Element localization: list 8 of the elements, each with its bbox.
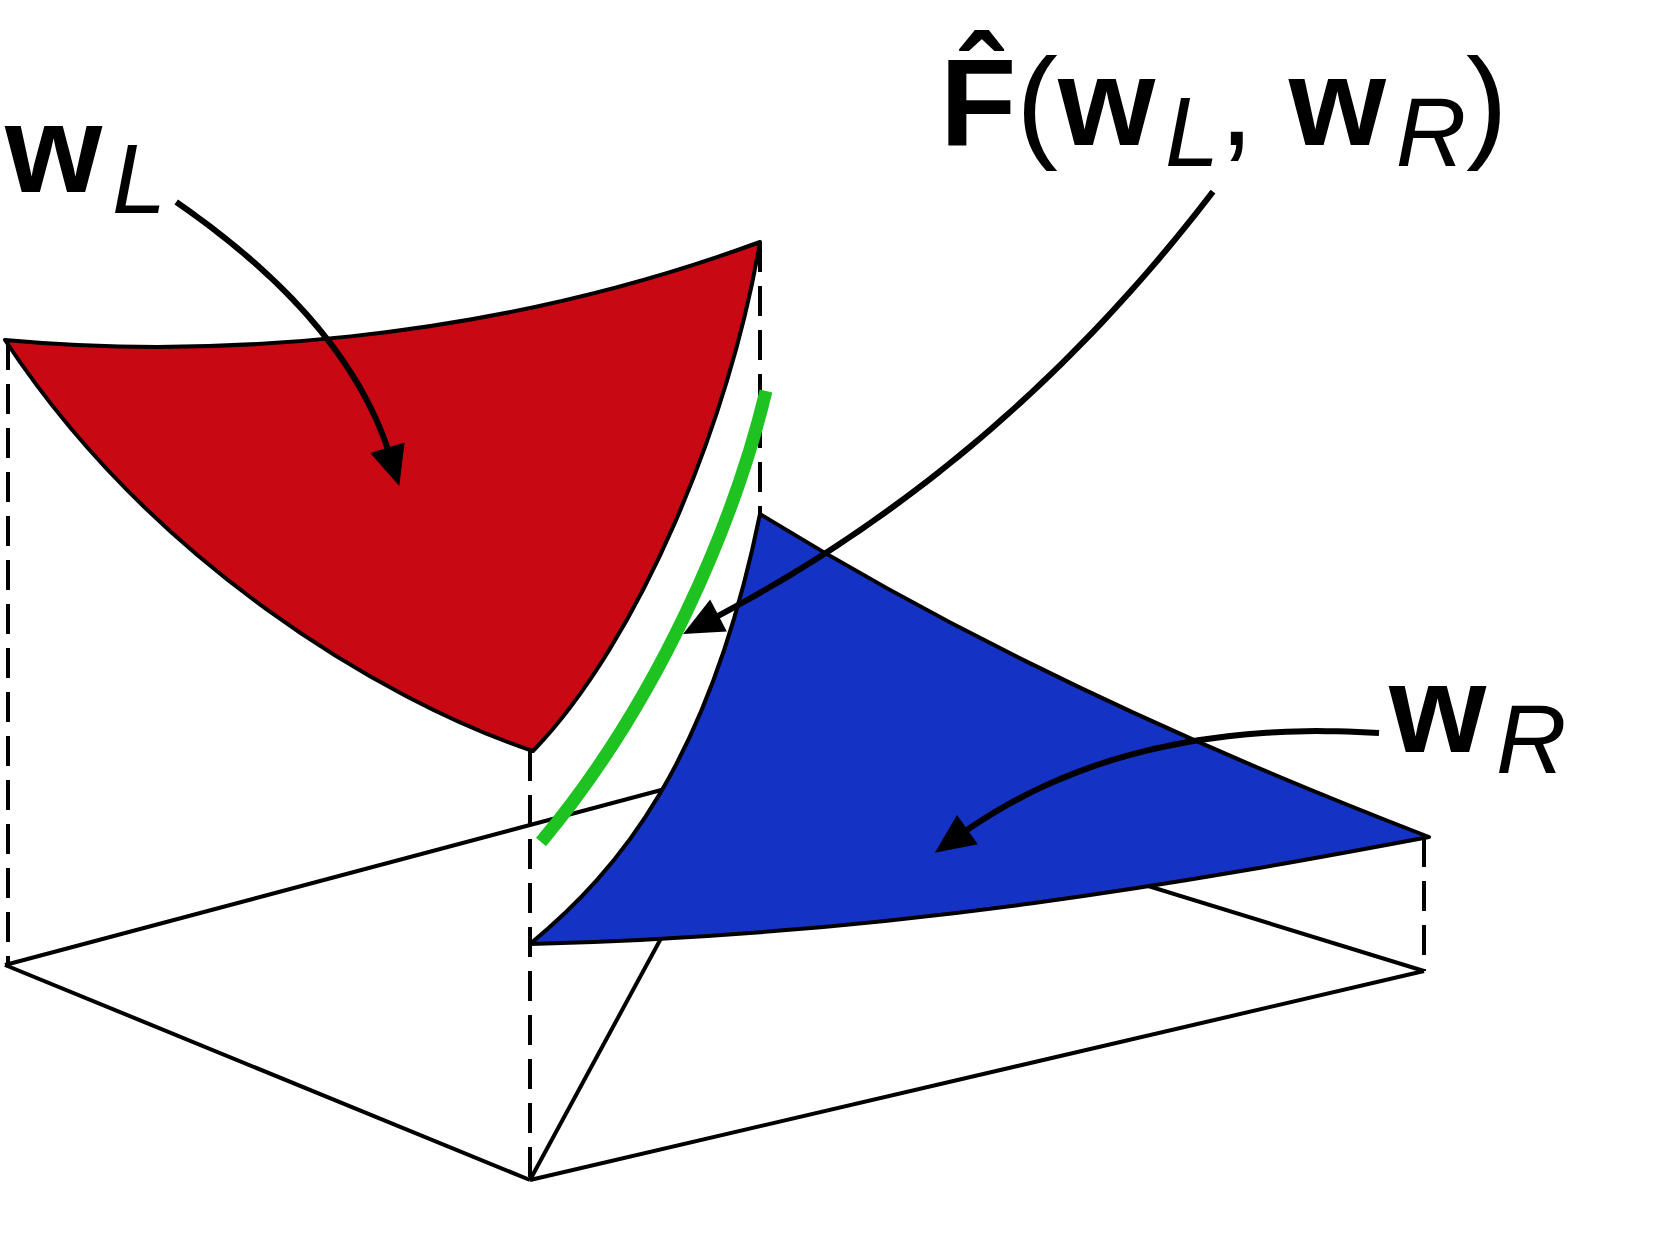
math-label: F̂(w$_{L}$, w$_{R}$) xyxy=(940,26,1508,182)
curve-line xyxy=(535,389,773,847)
math-label: w$_{L}$ xyxy=(5,73,167,229)
surface-patch xyxy=(3,240,762,753)
leader-arrow xyxy=(683,189,1216,635)
leader-arrow xyxy=(934,728,1380,853)
math-label: w$_{R}$ xyxy=(1389,633,1567,789)
leader-arrow xyxy=(174,199,405,486)
